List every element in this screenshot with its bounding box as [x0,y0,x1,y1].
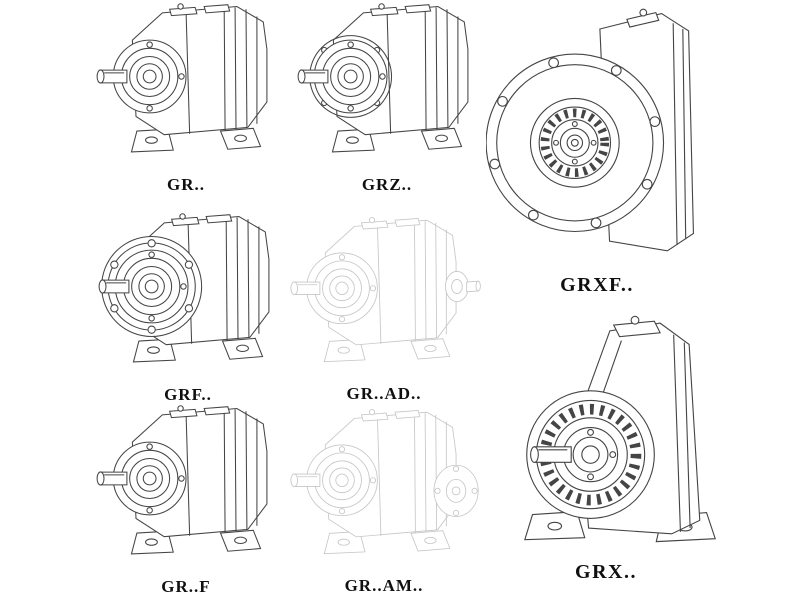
gearbox-cell-grz: GRZ.. [287,0,487,195]
gearbox-cell-grf: GRF.. [88,210,288,405]
gearbox-cell-grf2: GR..F [86,402,286,597]
gearbox-cell-gr: GR.. [86,0,286,195]
gearbox-drawing-grx [490,298,722,559]
gearbox-cell-grad: GR..AD.. [280,214,488,404]
model-label-gram: GR..AM.. [344,576,424,595]
gearbox-cell-gram: GR..AM.. [280,406,488,596]
model-label-gr: GR.. [167,175,205,194]
gearbox-drawing-grz [297,3,469,153]
model-label-grz: GRZ.. [361,175,413,194]
model-label-grad: GR..AD.. [346,384,422,403]
gearbox-drawing-grf [98,213,270,363]
gearbox-drawing-grf2 [96,405,268,555]
gearbox-drawing-gr [96,3,268,153]
model-label-grf2: GR..F [161,577,211,596]
gearbox-drawing-grad [290,217,481,363]
model-label-grxf: GRXF.. [560,274,634,296]
model-label-grx: GRX.. [575,561,637,583]
model-label-grf: GRF.. [164,385,212,404]
gearbox-cell-grx: GRX.. [490,298,722,584]
gearbox-drawing-grxf [486,2,708,272]
gearbox-cell-grxf: GRXF.. [486,2,708,297]
gearbox-drawing-gram [290,409,479,555]
